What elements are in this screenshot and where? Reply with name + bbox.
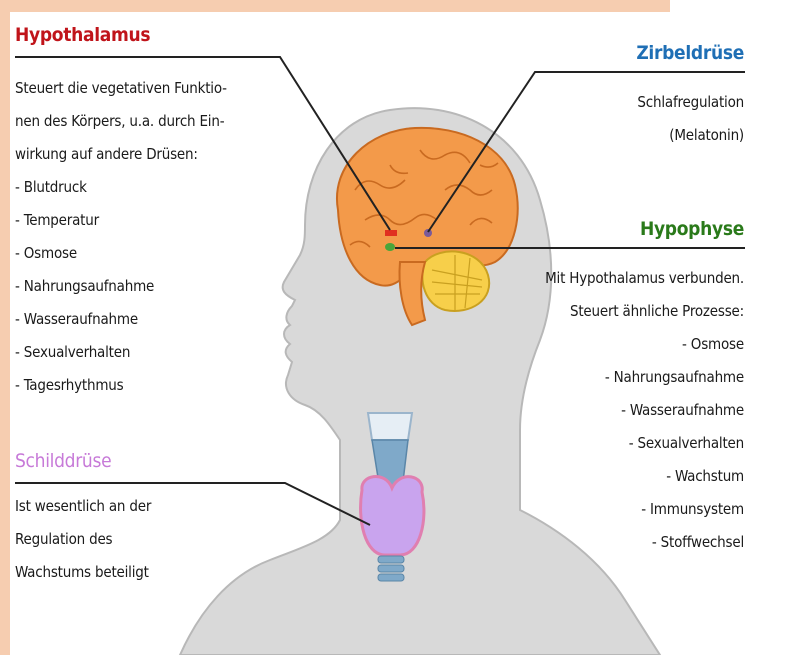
hypothalamus-line: - Tagesrhythmus [15, 369, 227, 402]
zirbeldruese-line: (Melatonin) [637, 119, 744, 152]
schilddruese-title: Schilddrüse [15, 450, 111, 472]
hypophyse-line: - Immunsystem [545, 493, 744, 526]
schilddruese-description: Ist wesentlich an der Regulation des Wac… [15, 490, 151, 589]
schilddruese-line: Regulation des [15, 523, 151, 556]
hypothalamus-marker [385, 230, 397, 236]
hypophyse-description: Mit Hypothalamus verbunden. Steuert ähnl… [545, 262, 744, 559]
schilddruese-line: Wachstums beteiligt [15, 556, 151, 589]
hypophyse-line: - Nahrungsaufnahme [545, 361, 744, 394]
larynx [368, 413, 412, 440]
pituitary-marker [385, 243, 395, 251]
hypophyse-line: - Osmose [545, 328, 744, 361]
hypophyse-title: Hypophyse [640, 218, 744, 240]
hypothalamus-line: wirkung auf andere Drüsen: [15, 138, 227, 171]
hypophyse-line: - Wasseraufnahme [545, 394, 744, 427]
schilddruese-line: Ist wesentlich an der [15, 490, 151, 523]
thyroid [361, 476, 424, 555]
hypothalamus-line: - Osmose [15, 237, 227, 270]
hypothalamus-line: - Temperatur [15, 204, 227, 237]
zirbeldruese-line: Schlafregulation [637, 86, 744, 119]
hypothalamus-line: Steuert die vegetativen Funktio- [15, 72, 227, 105]
hypophyse-line: Steuert ähnliche Prozesse: [545, 295, 744, 328]
hypothalamus-line: - Blutdruck [15, 171, 227, 204]
zirbeldruese-title: Zirbeldrüse [636, 42, 744, 64]
hypothalamus-description: Steuert die vegetativen Funktio- nen des… [15, 72, 227, 402]
hypothalamus-title: Hypothalamus [15, 24, 150, 46]
hypophyse-line: Mit Hypothalamus verbunden. [545, 262, 744, 295]
hypophyse-line: - Stoffwechsel [545, 526, 744, 559]
hypophyse-line: - Sexualverhalten [545, 427, 744, 460]
hypothalamus-line: - Sexualverhalten [15, 336, 227, 369]
hypophyse-line: - Wachstum [545, 460, 744, 493]
hypothalamus-line: - Wasseraufnahme [15, 303, 227, 336]
pineal-marker [424, 229, 432, 237]
hypothalamus-line: nen des Körpers, u.a. durch Ein- [15, 105, 227, 138]
cerebellum [422, 251, 489, 311]
zirbeldruese-description: Schlafregulation (Melatonin) [637, 86, 744, 152]
hypothalamus-line: - Nahrungsaufnahme [15, 270, 227, 303]
